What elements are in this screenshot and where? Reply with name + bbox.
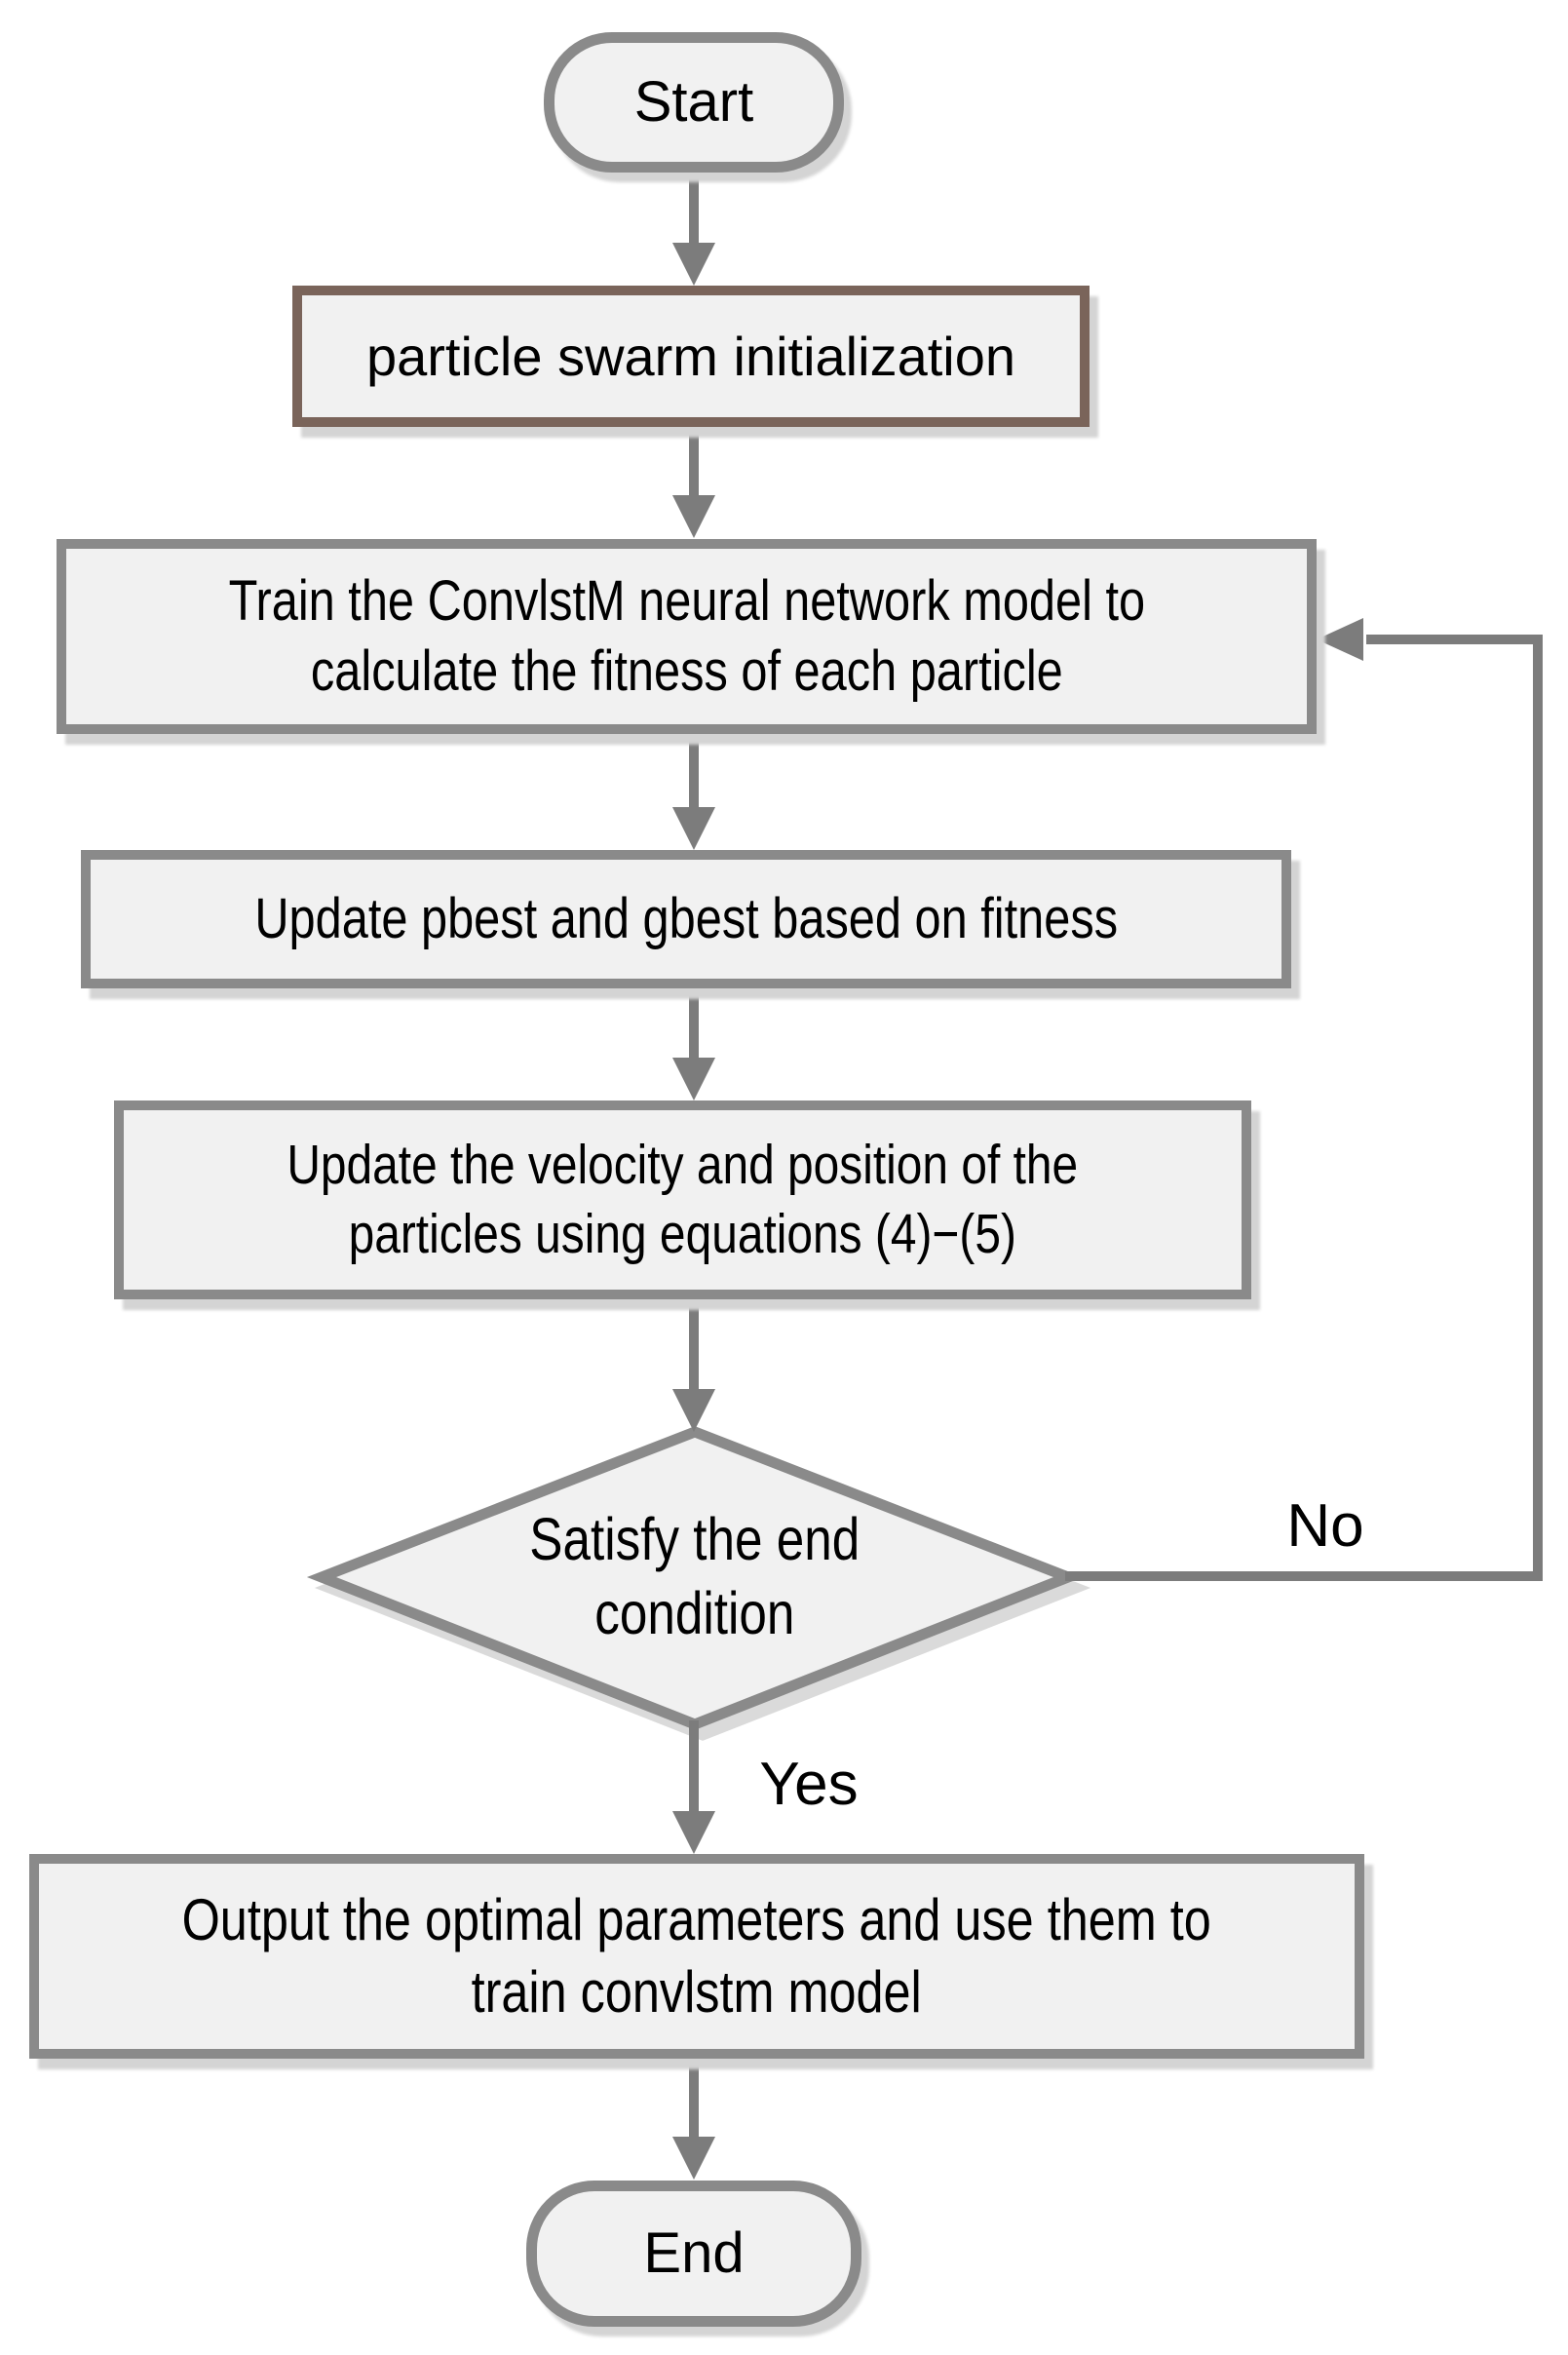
node-start: Start — [544, 32, 844, 173]
arrowhead-train — [672, 495, 715, 538]
node-update-pbest-gbest: Update pbest and gbest based on fitness — [81, 850, 1291, 988]
node-update-velocity-position: Update the velocity and position of the … — [114, 1100, 1251, 1299]
arrowhead-velocity — [672, 1058, 715, 1100]
arrowhead-no-loop — [1317, 618, 1363, 661]
edge-label-no-text: No — [1286, 1491, 1364, 1560]
node-best-label: Update pbest and gbest based on fitness — [254, 887, 1118, 951]
node-particle-swarm-initialization: particle swarm initialization — [292, 286, 1090, 427]
edge-label-yes-text: Yes — [759, 1750, 859, 1818]
edge-label-yes: Yes — [750, 1751, 867, 1818]
node-output-optimal-parameters: Output the optimal parameters and use th… — [29, 1854, 1364, 2059]
arrowhead-output — [672, 1811, 715, 1854]
node-train-convlstm: Train the ConvlstM neural network model … — [57, 539, 1317, 734]
node-vel-label: Update the velocity and position of the … — [287, 1134, 1079, 1265]
node-start-label: Start — [633, 70, 754, 135]
node-end: End — [526, 2181, 861, 2327]
arrowhead-init — [672, 243, 715, 286]
node-decision-label: Satisfy the end condition — [441, 1480, 948, 1675]
arrowhead-decision — [672, 1389, 715, 1432]
edge-no-loop — [1065, 635, 1543, 1581]
node-init-label: particle swarm initialization — [365, 325, 1015, 387]
arrowhead-end — [672, 2137, 715, 2180]
node-output-label: Output the optimal parameters and use th… — [181, 1886, 1212, 2025]
decision-label-text: Satisfy the end condition — [529, 1506, 860, 1646]
node-train-label: Train the ConvlstM neural network model … — [228, 569, 1145, 703]
node-end-label: End — [643, 2221, 745, 2286]
arrowhead-best — [672, 807, 715, 850]
edge-label-no: No — [1267, 1492, 1384, 1560]
